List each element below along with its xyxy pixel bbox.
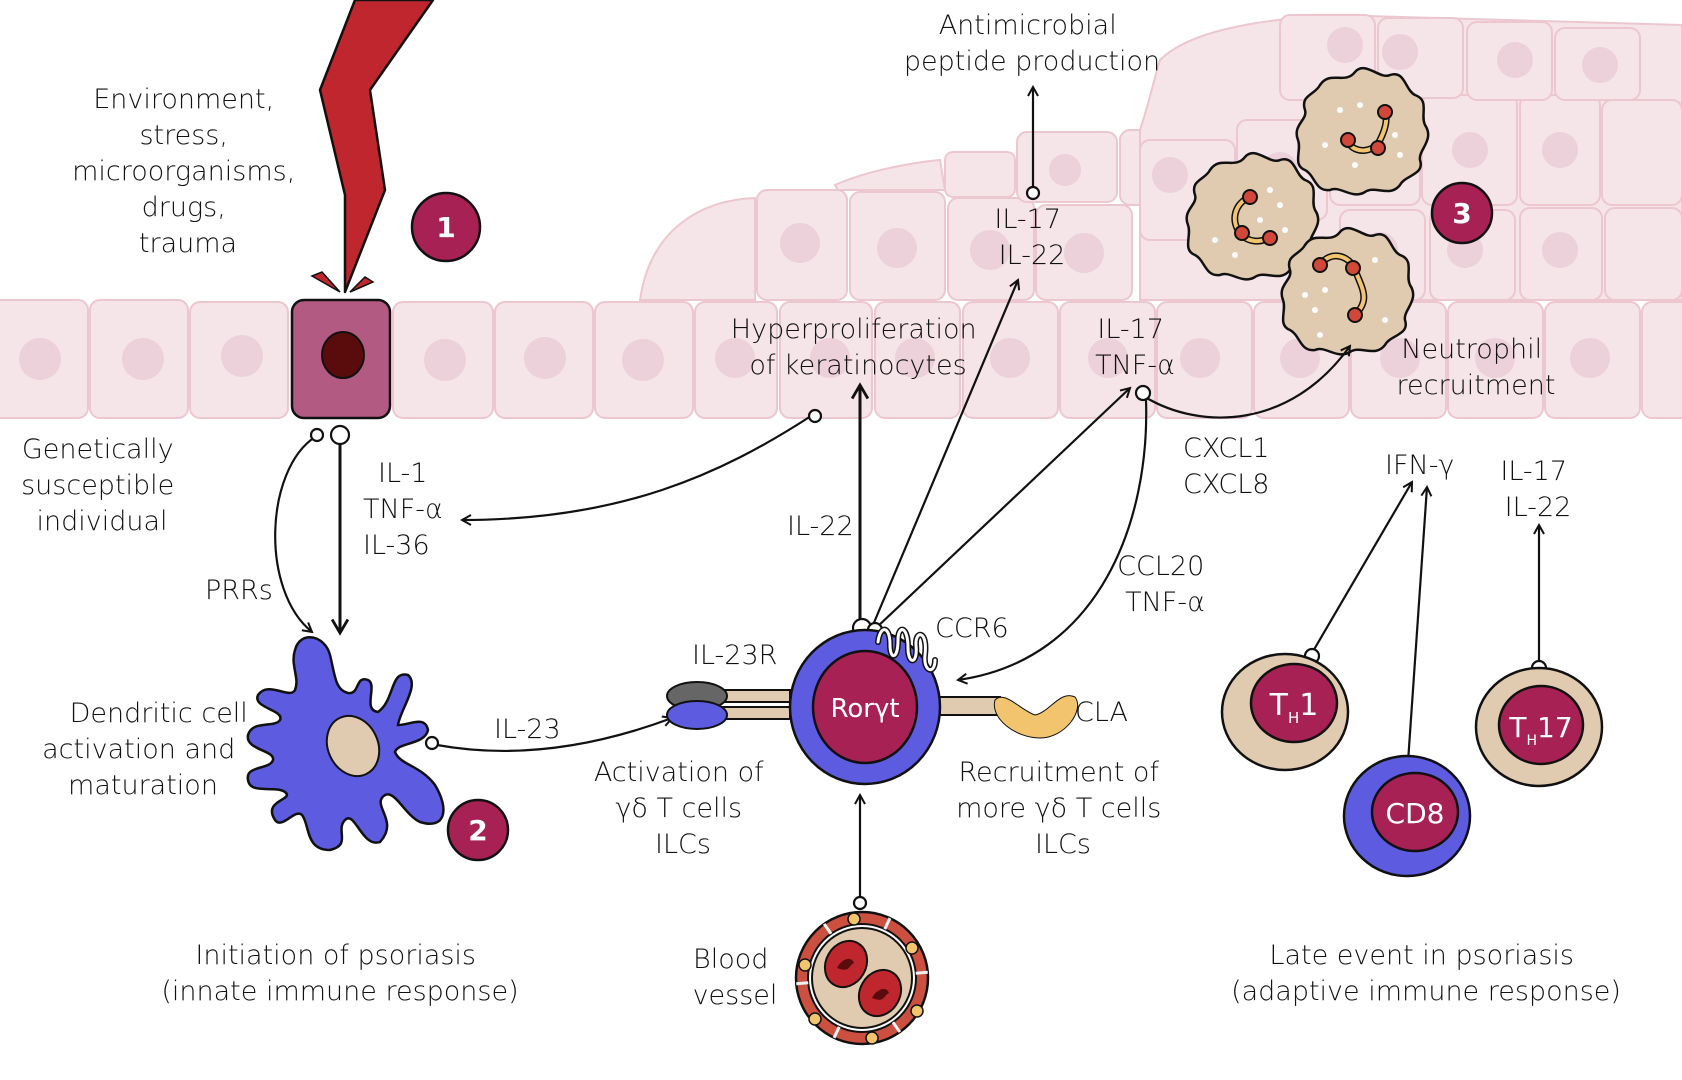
cla-label: CLA — [1075, 697, 1128, 728]
svg-text:2: 2 — [468, 814, 487, 847]
prrs-label: PRRs — [205, 575, 273, 606]
neutrophil-label: Neutrophil recruitment — [1397, 334, 1556, 401]
arrow-origin-dot — [1025, 185, 1041, 201]
lightning-bolt-icon — [310, 0, 435, 294]
arrow-origin-dot — [807, 408, 823, 424]
epidermis — [0, 13, 1682, 420]
ifng-label: IFN-γ — [1385, 450, 1454, 481]
svg-text:1: 1 — [436, 211, 455, 244]
cla-stalk — [934, 696, 1001, 716]
arrow-origin-dot — [329, 424, 351, 446]
arrow-to-il17-tnfa — [875, 388, 1130, 629]
blood-vessel-label: Blood vessel — [693, 944, 778, 1011]
triggers-label: Environment, stress, microorganisms, dru… — [72, 84, 304, 259]
svg-text:TH1: TH1 — [1269, 688, 1319, 727]
dendritic-nucleus — [325, 714, 381, 778]
arrow-origin-dot — [1134, 384, 1152, 402]
arrow-ccl20 — [958, 399, 1148, 680]
arrow-cd8-ifng — [1406, 487, 1427, 763]
th1-cell: TH1 — [1220, 652, 1350, 772]
svg-text:TH17: TH17 — [1508, 711, 1572, 749]
dendritic-cell — [246, 636, 445, 852]
cd8-t-cell: CD8 — [1342, 754, 1472, 878]
neutrophil-cell — [1185, 151, 1320, 281]
step-badge-1: 1 — [410, 191, 482, 263]
arrow-origin-dot — [309, 427, 325, 443]
il17-tnfa-label: IL-17 TNF-α — [1095, 314, 1175, 381]
cxcl-label: CXCL1 CXCL8 — [1183, 433, 1278, 500]
labels: Environment, stress, microorganisms, dru… — [21, 10, 1621, 1011]
t-cell-nucleus — [811, 649, 919, 765]
step-badge-2: 2 — [446, 798, 510, 862]
cd8-label: CD8 — [1386, 797, 1445, 830]
antimicrobial-label: Antimicrobial peptide production — [904, 10, 1160, 77]
arrow-to-il1 — [462, 415, 812, 520]
late-event-caption: Late event in psoriasis (adaptive immune… — [1231, 940, 1621, 1007]
rorgt-label: Rorγt — [830, 694, 899, 724]
neutrophil-cell — [1280, 226, 1415, 356]
cla-receptor — [993, 695, 1078, 739]
blood-vessel — [794, 910, 930, 1046]
ccr6-label: CCR6 — [935, 613, 1009, 644]
il17-il22-right-label: IL-17 IL-22 — [1500, 456, 1575, 523]
th17-cell: TH17 — [1474, 666, 1604, 788]
dendritic-label: Dendritic cell activation and maturation — [42, 698, 256, 801]
hyperproliferation-label: Hyperproliferation of keratinocytes — [731, 314, 985, 381]
upper-keratinocyte-layer — [638, 13, 1682, 301]
arrow-origin-dot — [852, 895, 868, 911]
th17-label: T — [1508, 711, 1527, 744]
recruitment-label: Recruitment of more γδ T cells ILCs — [956, 757, 1170, 860]
il22-label: IL-22 — [787, 511, 854, 542]
genetics-label: Genetically susceptible individual — [21, 434, 183, 537]
il23r-label: IL-23R — [692, 640, 777, 671]
arrow-origin-dot — [424, 735, 440, 751]
arrow-prrs — [274, 436, 316, 632]
basal-keratinocyte-row — [0, 299, 1682, 419]
arrow-to-il17-il22 — [871, 280, 1018, 626]
th1-label: T — [1269, 688, 1289, 723]
gamma-delta-t-cell: Rorγt — [666, 626, 1078, 786]
arrow-il23 — [436, 718, 672, 753]
neutrophil-cell — [1295, 66, 1430, 196]
activation-label: Activation of γδ T cells ILCs — [594, 757, 772, 860]
arrow-neutrophil-recruitment — [1144, 346, 1350, 419]
damaged-keratinocyte — [290, 298, 392, 420]
step-badge-3: 3 — [1430, 181, 1494, 245]
svg-text:3: 3 — [1452, 197, 1471, 230]
arrow-th1-ifng — [1311, 482, 1412, 654]
il23-label: IL-23 — [494, 714, 561, 745]
il17-il22-top-label: IL-17 IL-22 — [994, 204, 1069, 271]
initiation-caption: Initiation of psoriasis (innate immune r… — [161, 940, 518, 1007]
innate-cytokines-label: IL-1 TNF-α IL-36 — [363, 458, 451, 561]
il23r-receptor-bottom — [666, 700, 728, 730]
ccl20-label: CCL20 TNF-α — [1117, 551, 1213, 618]
